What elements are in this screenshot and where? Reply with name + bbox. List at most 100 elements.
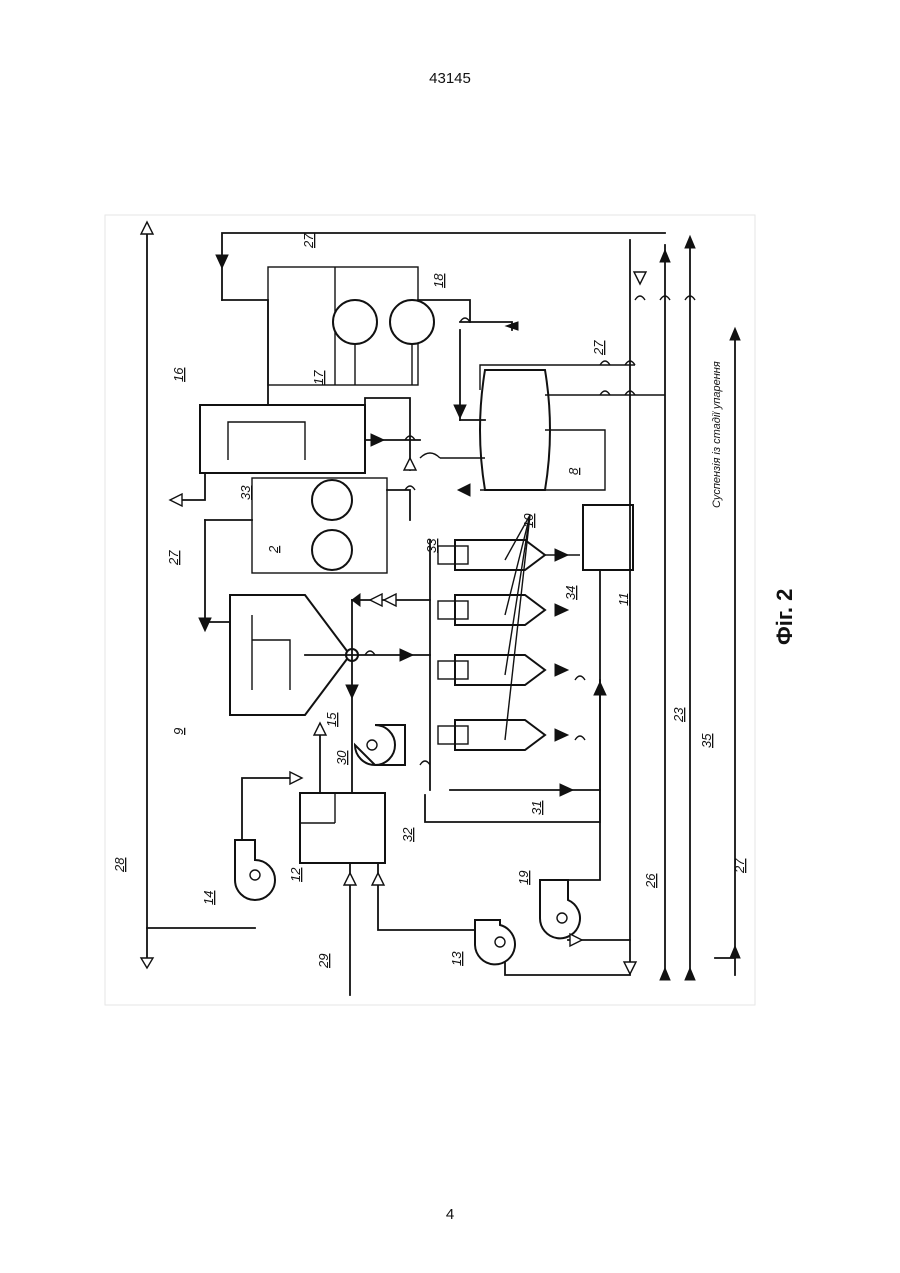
line-27-to-9 [205,520,230,622]
arrow-27-into-9 [199,618,211,631]
line-12-to-13 [378,863,475,930]
filter-2b [312,530,352,570]
unit-16-body [200,405,365,473]
arrow-29 [344,873,356,885]
suspension-note: Суспензія із стадії упарення [711,361,723,508]
hump-14 [575,676,585,680]
label-33-a: 33 [238,485,253,500]
label-2: 2 [266,545,281,554]
arrow-26-top [634,272,646,284]
label-35: 35 [699,733,714,748]
label-27-top: 27 [301,233,316,249]
tank-8-top-line [460,322,512,330]
classifier-10-b [438,595,545,625]
unit-12-body [300,793,385,863]
label-32: 32 [400,827,415,842]
unit-11 [583,505,633,570]
fan-14-outlet [242,778,290,840]
arrow-23-out [660,250,670,262]
hump-13 [575,736,585,740]
label-11: 11 [616,593,631,607]
arrow-19-in [570,934,582,946]
arrow-26-bottom [624,962,636,974]
line-27-to-16 [222,300,268,410]
page-number-bottom: 4 [0,1206,900,1223]
label-9: 9 [171,728,186,735]
label-19: 19 [516,871,531,885]
classifier-10-c [438,655,545,685]
arrow-10b-out [555,604,568,616]
stream-lines-right [660,236,740,980]
arrow-14-out [290,772,302,784]
arrow-35-out [685,236,695,248]
unit-16 [170,398,420,506]
arrow-27-in [730,946,740,958]
filter-18-drum [390,300,434,344]
hump-12 [420,761,430,765]
arrow-28-top [141,222,153,234]
figure-caption: Фіг. 2 [772,589,797,645]
label-29: 29 [316,954,331,969]
arrow-into-8 [454,405,466,418]
label-10: 10 [521,513,536,528]
fan-19-body [540,880,580,938]
classifier-10-a [438,540,545,570]
arrow-10d-out [555,729,568,741]
label-30: 30 [334,750,349,765]
classifiers-10 [430,505,633,820]
arrow-16-up [404,458,416,470]
label-8: 8 [566,467,581,475]
top-loop-27 [216,233,665,410]
fan-15 [355,725,405,765]
label-17: 17 [311,370,326,385]
arrow-10c-out [555,664,568,676]
label-34: 34 [563,586,578,600]
label-18: 18 [431,273,446,288]
classifier-10-d [438,720,545,750]
arrow-9-open-b [384,594,396,606]
arrow-19-up [594,682,606,695]
arrow-23-in [660,968,670,980]
arrow-33-left [170,494,182,506]
label-31: 31 [529,801,544,815]
label-27-mid: 27 [591,340,606,356]
label-23: 23 [671,707,686,723]
filter-17-drum [333,300,377,344]
label-12: 12 [288,867,303,882]
label-33-b: 33 [424,538,439,553]
arrow-35-in [685,968,695,980]
fan-15-hub [367,740,377,750]
arrow-27-up [730,328,740,340]
label-15: 15 [324,712,339,727]
label-13: 13 [449,951,464,966]
line-32 [425,795,600,822]
tank-8 [420,322,665,496]
label-27-left: 27 [166,550,181,566]
arrow-9-open-a [370,594,382,606]
arrow-28-bottom [141,958,153,968]
label-28: 28 [112,857,127,873]
fan-19 [540,680,630,946]
arrow-8-left [458,484,470,496]
tank-8-body [480,370,550,490]
tank-8-siphon [420,453,440,458]
filters-2-outlet [387,490,410,520]
filter-2a [312,480,352,520]
arrow-27-top-down [216,255,228,268]
label-16: 16 [171,367,186,382]
arrow-9-right [400,649,413,661]
label-27-bottom: 27 [732,858,747,874]
arrow-9-top [352,594,360,606]
hump-2 [635,296,645,300]
fan-15-body [355,725,405,765]
fan-19-outlet [555,680,600,880]
crossings [365,296,695,765]
label-26: 26 [643,873,658,889]
unit-9 [230,594,430,820]
line-33-out [180,473,205,500]
arrow-31 [560,784,573,796]
label-14: 14 [201,891,216,905]
arrow-12-in [372,873,384,885]
arrow-9-down [346,685,358,698]
